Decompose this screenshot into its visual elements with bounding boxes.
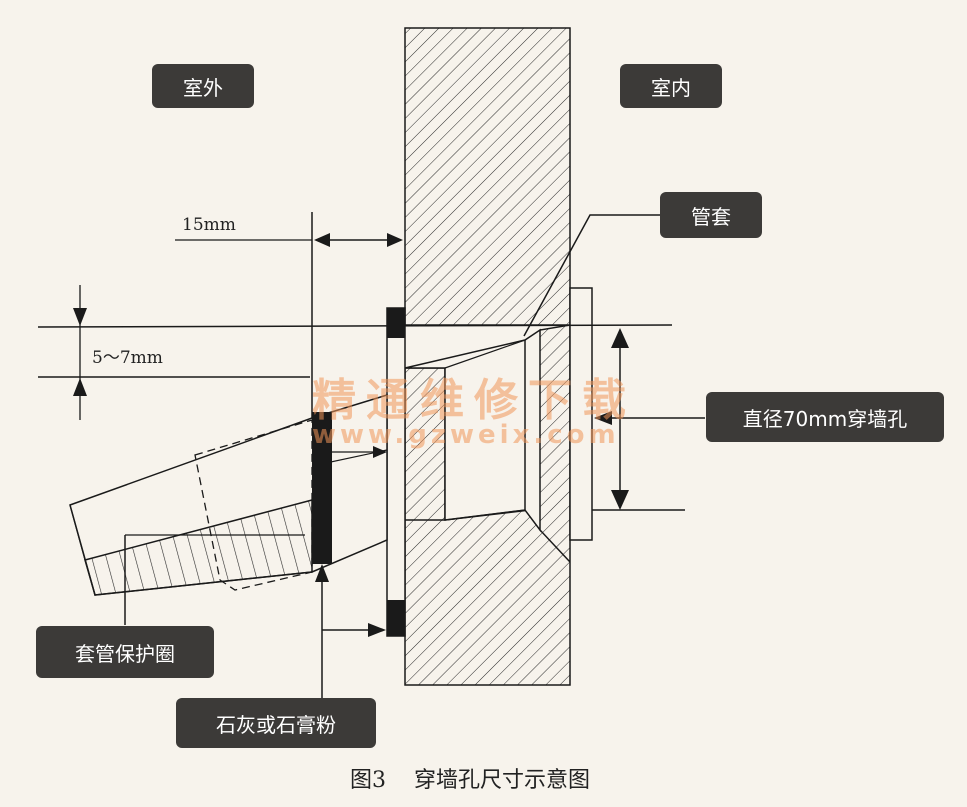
indoor-label: 室内 bbox=[620, 64, 722, 108]
upper-level-line bbox=[37, 324, 673, 328]
figure-title: 穿墙孔尺寸示意图 bbox=[413, 768, 590, 793]
figure-number: 图3 bbox=[350, 768, 386, 793]
slope-dimension: 5～7mm bbox=[92, 348, 163, 368]
outdoor-label: 室外 bbox=[152, 64, 254, 108]
lime-label: 石灰或石膏粉 bbox=[176, 698, 376, 748]
sleeve bbox=[404, 328, 541, 533]
lime-seal bbox=[312, 412, 332, 564]
indoor-flange bbox=[569, 287, 593, 541]
gap-dimension: 15mm bbox=[182, 215, 236, 235]
protection-ring-outline bbox=[194, 419, 313, 591]
hole-label: 直径70mm穿墙孔 bbox=[706, 392, 944, 442]
figure-caption: 图3 穿墙孔尺寸示意图 bbox=[350, 762, 590, 794]
ring-label: 套管保护圈 bbox=[36, 626, 214, 678]
watermark-title: 精通维修下载 bbox=[312, 375, 636, 426]
watermark-url: www.gzweix.com bbox=[312, 420, 620, 450]
outdoor-flange bbox=[386, 307, 406, 637]
sleeve-label: 管套 bbox=[660, 192, 762, 238]
